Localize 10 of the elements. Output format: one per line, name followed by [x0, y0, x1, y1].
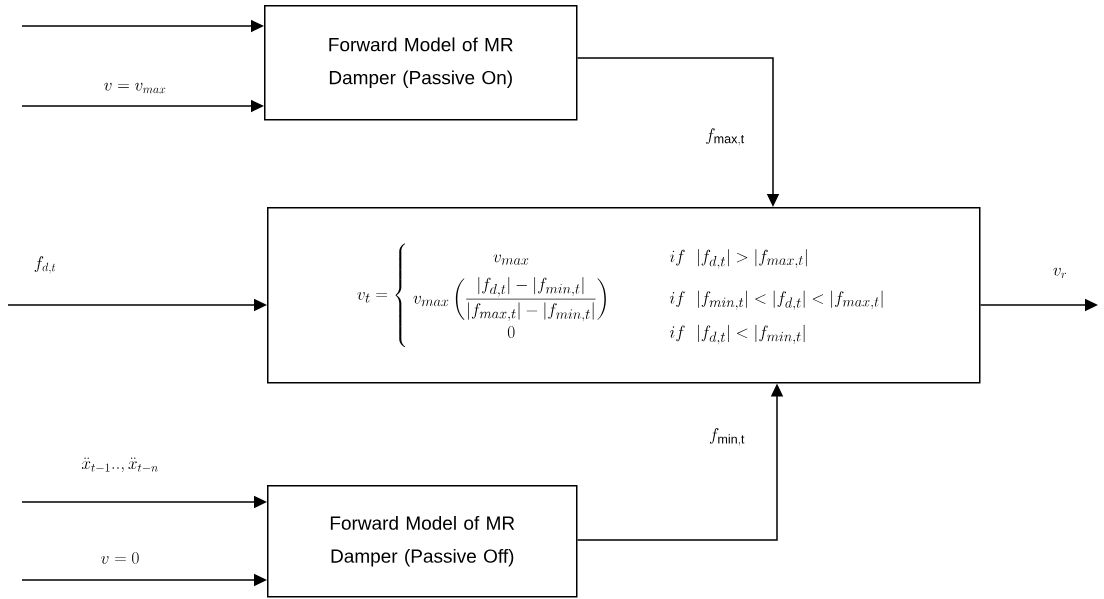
edge-label: $\ddot{x}_{t-1}..,\ddot{x}_{t-n}$ — [80, 456, 160, 474]
process-box: Forward Model of MR Damper (Passive On) — [264, 5, 578, 121]
edge-label: $v_{r}$ — [1051, 267, 1069, 279]
formula-box: $v_t = \left\{\begin{array}{c@{\hspace{60pt}}l} v_{max} & if\ \ |f_{d,t}| > |f_{max,t}| \\[8pt] v_{max}\left(\dfrac{|f_{d,t}|-|f_{min,t}|}{|f_{max,t}|-|f_{min,t}|}\right) & if\ \ |f_{min,t}| < |f_{d,t}| < |f_{max,t}| \\[8pt] 0 & if\ \ |f_{d,t}| < |f_{min,t}| \end{array}\right.$ — [267, 207, 981, 384]
edge-label: $v = 0$ — [99, 551, 141, 565]
edge-label: $v = v_{max}$ — [102, 82, 168, 94]
edge-label: $f_{d,t}$ — [32, 255, 58, 275]
edge-label: $f_{\mathrm{min,t}}$ — [708, 427, 746, 447]
edge-label: $f_{\mathrm{max,t}}$ — [704, 127, 746, 147]
process-box: Forward Model of MR Damper (Passive Off) — [267, 485, 578, 598]
